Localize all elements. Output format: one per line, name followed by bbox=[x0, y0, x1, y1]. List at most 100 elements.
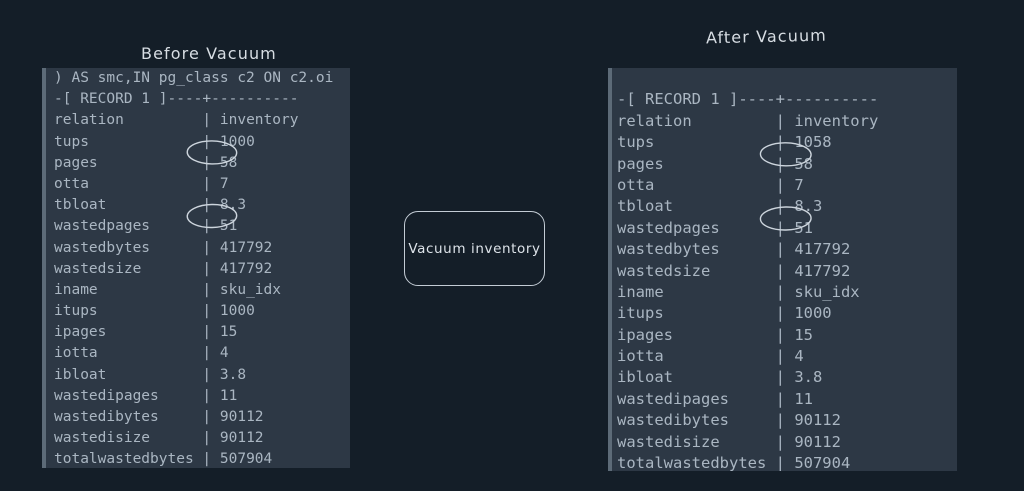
row-separator: | bbox=[775, 240, 795, 259]
row-label: wastedibytes bbox=[617, 411, 776, 430]
row-label: ipages bbox=[617, 325, 776, 344]
vacuum-action-box: Vacuum inventory bbox=[404, 211, 545, 286]
terminal-row-wastedisize: wastedisize | 90112 bbox=[617, 432, 878, 453]
row-value: 15 bbox=[794, 325, 813, 344]
row-value: 8.3 bbox=[794, 197, 823, 216]
row-separator: | bbox=[202, 197, 220, 214]
row-separator: | bbox=[775, 111, 795, 130]
row-label: wastedisize bbox=[54, 430, 203, 447]
row-value: 15 bbox=[219, 324, 238, 341]
row-label: wastedpages bbox=[54, 218, 203, 235]
terminal-row-otta: otta | 7 bbox=[54, 174, 333, 195]
terminal-row-iotta: iotta | 4 bbox=[54, 343, 333, 364]
row-value: inventory bbox=[219, 112, 299, 129]
row-value: 90112 bbox=[794, 432, 841, 451]
row-value: 58 bbox=[219, 154, 238, 171]
row-value: 11 bbox=[219, 387, 238, 404]
row-value: 417792 bbox=[794, 261, 851, 280]
row-label: iotta bbox=[617, 347, 776, 366]
row-separator: | bbox=[775, 432, 795, 451]
row-separator: | bbox=[775, 389, 795, 408]
terminal-output-before: ) AS smc,IN pg_class c2 ON c2.oi -[ RECOR… bbox=[42, 68, 333, 468]
terminal-row-ibloat: ibloat | 3.8 bbox=[617, 367, 878, 388]
row-separator: | bbox=[202, 133, 220, 150]
row-separator: | bbox=[202, 366, 220, 383]
row-separator: | bbox=[202, 430, 220, 447]
terminal-row-tbloat: tbloat | 8.3 bbox=[617, 196, 878, 217]
terminal-row-tups: tups | 1058 bbox=[617, 132, 878, 153]
row-label: totalwastedbytes bbox=[617, 454, 776, 471]
row-label: wastedbytes bbox=[617, 240, 776, 259]
row-label: otta bbox=[617, 175, 776, 194]
terminal-clipped-sql-line: ) AS smc,IN pg_class c2 ON c2.oi bbox=[54, 70, 334, 86]
terminal-row-otta: otta | 7 bbox=[617, 175, 878, 196]
terminal-row-pages: pages | 58 bbox=[617, 154, 878, 175]
row-label: relation bbox=[54, 112, 203, 129]
row-separator: | bbox=[202, 409, 220, 425]
row-value: 4 bbox=[219, 345, 229, 362]
row-separator: | bbox=[775, 261, 795, 280]
row-value: 90112 bbox=[794, 411, 841, 430]
row-label: pages bbox=[617, 154, 776, 173]
row-separator: | bbox=[202, 218, 220, 235]
row-value: 1000 bbox=[219, 133, 255, 150]
row-separator: | bbox=[202, 175, 220, 192]
row-separator: | bbox=[775, 282, 795, 301]
row-label: pages bbox=[54, 154, 203, 171]
row-separator: | bbox=[202, 260, 220, 277]
terminal-row-relation: relation | inventory bbox=[54, 110, 333, 131]
terminal-row-totalwastedbytes: totalwastedbytes | 507904 bbox=[617, 453, 878, 471]
terminal-row-tups: tups | 1000 bbox=[54, 132, 333, 153]
row-value: 90112 bbox=[219, 409, 264, 425]
row-label: ibloat bbox=[54, 366, 203, 383]
row-value: 417792 bbox=[794, 240, 851, 259]
terminal-row-wastedibytes: wastedibytes | 90112 bbox=[617, 410, 878, 431]
row-value: 4 bbox=[794, 347, 804, 366]
row-label: otta bbox=[54, 175, 203, 192]
terminal-record-header: -[ RECORD 1 ]----+---------- bbox=[54, 91, 299, 108]
terminal-row-wastedbytes: wastedbytes | 417792 bbox=[54, 238, 333, 259]
terminal-row-wastedsize: wastedsize | 417792 bbox=[617, 261, 878, 282]
row-label: wastedipages bbox=[617, 389, 776, 408]
row-separator: | bbox=[202, 239, 220, 256]
row-separator: | bbox=[202, 324, 220, 341]
row-separator: | bbox=[202, 112, 220, 129]
row-separator: | bbox=[775, 411, 795, 430]
row-separator: | bbox=[775, 175, 795, 194]
row-label: wastedisize bbox=[617, 432, 776, 451]
row-value: 11 bbox=[794, 389, 813, 408]
row-separator: | bbox=[202, 387, 220, 404]
vacuum-action-label: Vacuum inventory bbox=[408, 240, 541, 257]
terminal-row-iotta: iotta | 4 bbox=[617, 346, 878, 367]
row-label: iname bbox=[617, 282, 776, 301]
terminal-clipped-sql-line bbox=[617, 68, 878, 89]
row-separator: | bbox=[775, 304, 795, 323]
terminal-panel-before: ) AS smc,IN pg_class c2 ON c2.oi -[ RECOR… bbox=[42, 68, 350, 468]
row-separator: | bbox=[202, 154, 220, 171]
row-value: inventory bbox=[794, 111, 879, 130]
row-value: 51 bbox=[794, 218, 813, 237]
terminal-record-header: -[ RECORD 1 ]----+---------- bbox=[617, 90, 879, 109]
terminal-row-iname: iname | sku_idx bbox=[617, 282, 878, 303]
row-label: wastedpages bbox=[617, 218, 776, 237]
terminal-row-wastedibytes: wastedibytes | 90112 bbox=[54, 407, 333, 428]
row-value: sku_idx bbox=[794, 282, 860, 301]
terminal-panel-after: -[ RECORD 1 ]----+----------relation | i… bbox=[608, 68, 957, 471]
terminal-row-itups: itups | 1000 bbox=[54, 301, 333, 322]
row-separator: | bbox=[775, 454, 795, 471]
row-value: sku_idx bbox=[219, 281, 281, 298]
row-label: tups bbox=[617, 133, 776, 152]
row-label: ipages bbox=[54, 324, 203, 341]
row-separator: | bbox=[775, 368, 795, 387]
row-value: 417792 bbox=[219, 260, 273, 277]
terminal-row-wastedpages: wastedpages | 51 bbox=[54, 216, 333, 237]
terminal-row-pages: pages | 58 bbox=[54, 153, 333, 174]
row-value: 417792 bbox=[219, 239, 273, 256]
caption-after-vacuum: After Vacuum bbox=[705, 25, 828, 48]
row-separator: | bbox=[202, 281, 220, 298]
row-value: 3.8 bbox=[219, 366, 247, 383]
row-value: 507904 bbox=[219, 451, 273, 468]
row-label: wastedsize bbox=[54, 260, 203, 277]
row-value: 1058 bbox=[794, 133, 832, 152]
